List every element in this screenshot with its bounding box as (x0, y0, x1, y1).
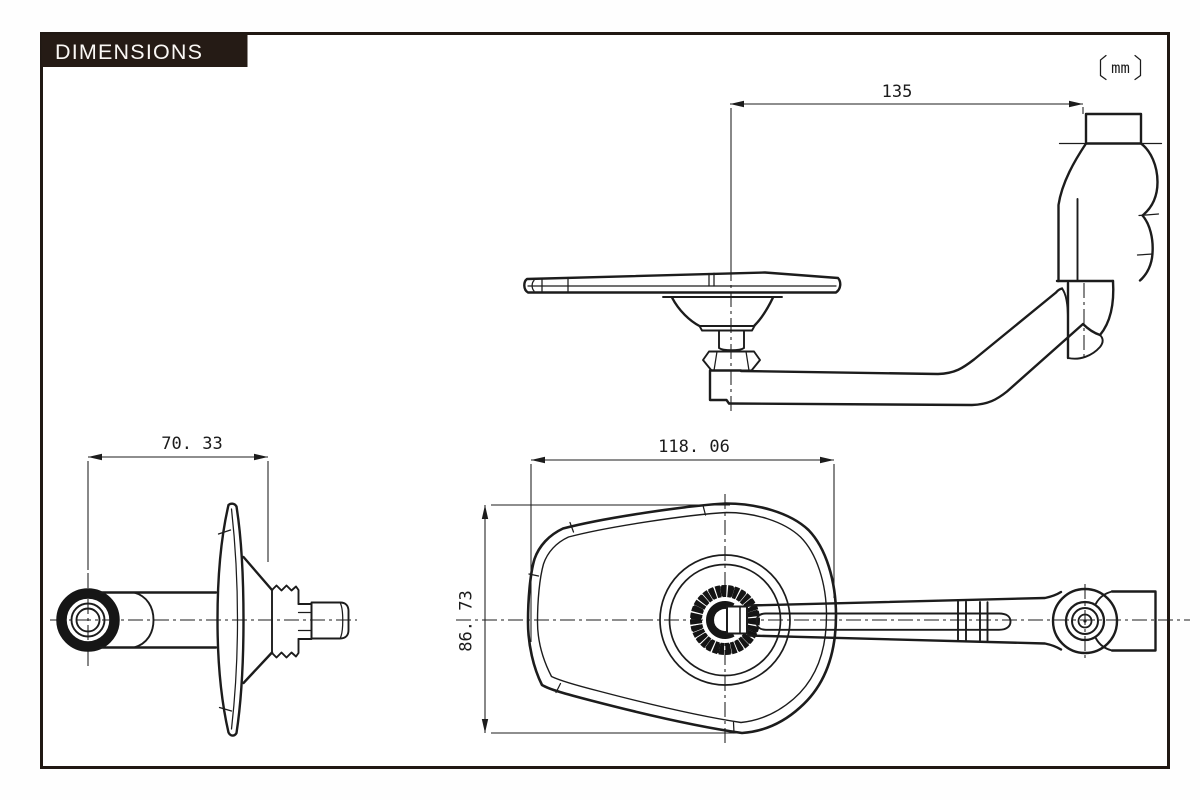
pivot-nut-facets (713, 350, 750, 372)
pivot-stub (726, 605, 748, 635)
clamp-bracket-side (1055, 112, 1163, 360)
stem-base-plate (698, 325, 756, 332)
arm-bottom-edge (727, 322, 1102, 407)
arrowhead-right-icon (254, 453, 268, 461)
clamp-block-fillets (1095, 590, 1113, 652)
right-tortoise-bracket-icon (1134, 54, 1142, 81)
spline-collar (271, 584, 300, 659)
end-view-width-dimension: 70. 33 (87, 434, 269, 570)
arm-clamp-bands (957, 600, 989, 643)
rear-view: 118. 06 86. 73 (456, 437, 1190, 747)
bracket-lower-right-edge (1098, 279, 1115, 337)
rear-view-width-dimension: 118. 06 (530, 437, 835, 642)
arrowhead-left-icon (88, 453, 102, 461)
boss-ring-2 (1071, 607, 1099, 635)
bar-end-ring (56, 588, 120, 652)
left-tortoise-bracket-icon (1099, 54, 1107, 81)
arrowhead-top-icon (481, 505, 489, 519)
unit-text: mm (1111, 59, 1130, 77)
mirror-housing-rear (526, 502, 838, 735)
bracket-lower-bottom-edge (1067, 334, 1104, 360)
bracket-right-ticks (1136, 213, 1160, 256)
boss-center-dot (1083, 619, 1087, 623)
mirror-head-side (523, 271, 842, 294)
side-view: 135 (523, 82, 1163, 414)
pivot-cone-assembly (242, 555, 350, 685)
mount-stub-arc (339, 602, 344, 639)
stem-right-edge (753, 296, 775, 327)
pivot-shaft (718, 329, 745, 352)
tube-silhouette (99, 591, 218, 649)
dimension-label: 70. 33 (161, 434, 222, 454)
arrowhead-left-icon (730, 100, 744, 108)
pivot-boss-outer-circle (659, 554, 791, 686)
arm-top-edge (739, 287, 1064, 376)
blade-inner-line (230, 508, 239, 730)
arm-bottom-edge (746, 634, 1063, 651)
knurl-ring-texture (691, 586, 759, 654)
rear-view-height-dimension: 86. 73 (457, 504, 746, 734)
side-view-width-dimension: 135 (730, 82, 1084, 266)
unit-label: mm (1099, 54, 1142, 81)
arm-end-boss (1051, 587, 1157, 655)
mirror-head-seam-3 (708, 272, 715, 287)
cone-edges (242, 555, 274, 685)
adjuster-collar-lines (297, 611, 313, 632)
knurled-pivot (690, 585, 760, 655)
drawing-frame (40, 32, 1170, 769)
dimension-label: 86. 73 (457, 590, 477, 651)
bar-end-ring-inner (70, 602, 106, 638)
boss-outer-circle (1051, 587, 1119, 655)
pivot-boss-inner-circle (668, 563, 782, 677)
bar-end-tube (56, 588, 218, 652)
bracket-left-edge (1057, 142, 1088, 283)
boss-ring-1 (1064, 600, 1106, 642)
arrowhead-right-icon (1069, 100, 1083, 108)
blade-outline (216, 502, 245, 737)
tube-cap-arc (133, 591, 155, 649)
mirror-arm-rear (746, 590, 1063, 651)
arm-top-edge (746, 590, 1063, 607)
mirror-blade-edge (216, 502, 245, 737)
dimension-label: 135 (882, 82, 913, 102)
boss-bore (1077, 613, 1093, 629)
arm-joint-block (708, 369, 743, 405)
clamp-block (1110, 590, 1157, 652)
dimension-label: 118. 06 (658, 437, 730, 457)
arrowhead-left-icon (531, 456, 545, 464)
mirror-head-tip-line (531, 279, 535, 292)
arm-slot (755, 612, 1012, 631)
housing-inner-line (536, 511, 828, 724)
end-view: 70. 33 (50, 434, 357, 737)
housing-ticks (528, 504, 735, 734)
pivot-c-ring (706, 601, 735, 639)
mirror-head-outline (523, 271, 842, 294)
title-box (41, 34, 248, 67)
page-title: DIMENSIONS (55, 40, 203, 64)
header: DIMENSIONS mm (41, 34, 1142, 81)
pivot-stem-side (662, 296, 783, 372)
stem-left-edge (670, 296, 701, 328)
arrowhead-right-icon (820, 456, 834, 464)
bar-end-bore (75, 607, 101, 633)
arrowhead-bottom-icon (481, 719, 489, 733)
blade-ticks (217, 529, 233, 712)
housing-outline (526, 502, 838, 735)
mount-stub (310, 601, 350, 640)
